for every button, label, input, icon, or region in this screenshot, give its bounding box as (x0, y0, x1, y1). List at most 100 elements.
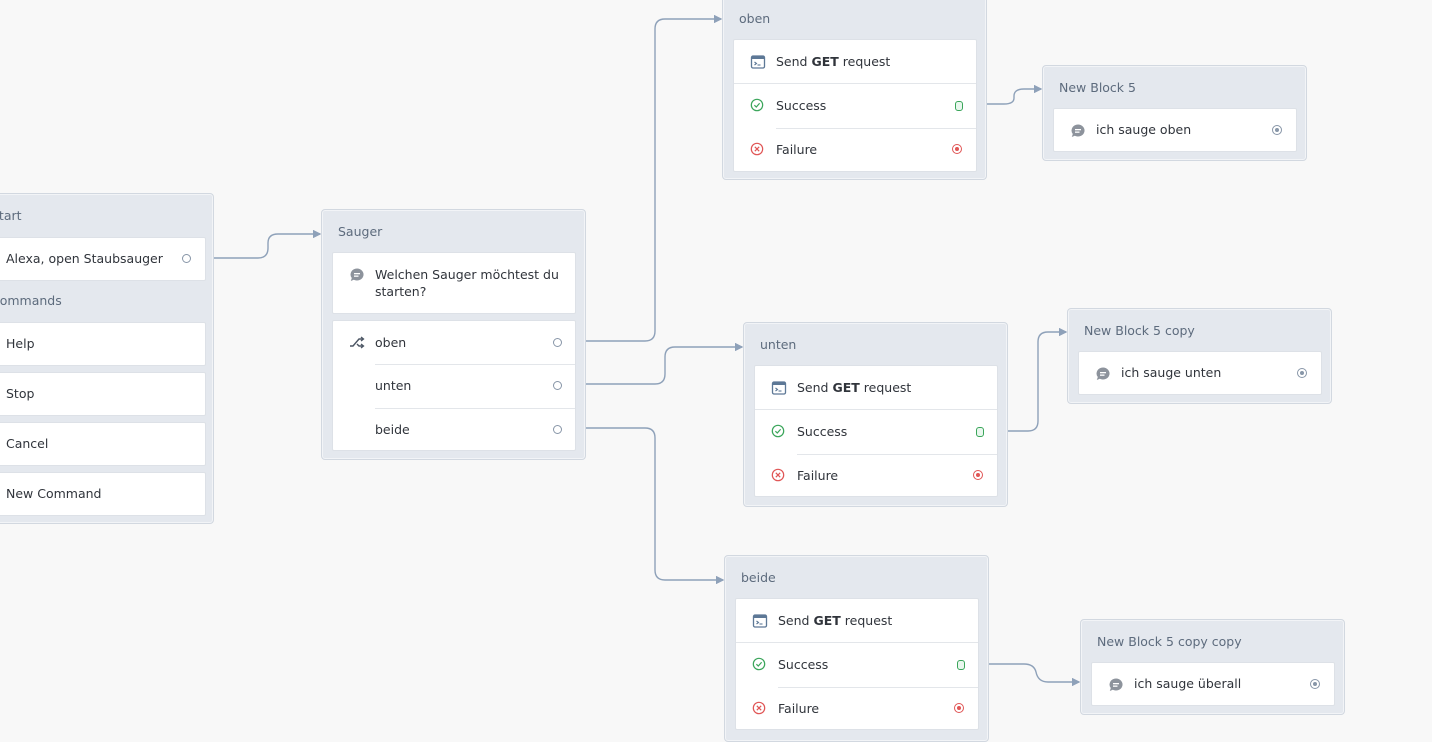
api-request-label: Send GET request (797, 366, 911, 410)
speak-block-new-block-5-copy-copy[interactable]: New Block 5 copy copy ich sauge überall (1080, 619, 1345, 715)
wire-beide-to-api (577, 427, 725, 585)
speak-block-title: New Block 5 (1059, 80, 1136, 95)
next-port[interactable] (1272, 125, 1282, 135)
choice-label: beide (375, 422, 410, 437)
command-new-command[interactable]: New Command (0, 472, 206, 516)
sauger-block-title: Sauger (338, 224, 383, 239)
choice-port-beide[interactable] (553, 425, 562, 434)
api-block-title: oben (739, 11, 771, 26)
sauger-block[interactable]: Sauger Welchen Sauger möchtest du starte… (321, 209, 586, 460)
terminal-window-icon (750, 55, 766, 69)
divider (797, 454, 997, 455)
speech-bubble-icon (1071, 124, 1085, 137)
api-block-title: beide (741, 570, 776, 585)
prompt-text: Welchen Sauger möchtest du starten? (375, 267, 559, 299)
request-method: GET (811, 54, 839, 69)
terminal-window-icon (752, 614, 768, 628)
choice-beide[interactable]: beide (333, 408, 575, 452)
speak-step[interactable]: Welchen Sauger möchtest du starten? (332, 252, 576, 314)
success-label: Success (776, 98, 827, 113)
speak-text: ich sauge unten (1121, 365, 1222, 380)
request-suffix: request (863, 380, 912, 395)
speak-step[interactable]: ich sauge überall (1091, 662, 1335, 706)
failure-port[interactable] (952, 144, 962, 154)
failure-path[interactable]: Failure (755, 454, 997, 498)
failure-port[interactable] (973, 470, 983, 480)
success-port[interactable] (957, 660, 965, 670)
choice-label: unten (375, 378, 412, 393)
command-label: Help (6, 336, 35, 351)
start-block[interactable]: Start Alexa, open Staubsauger Commands H… (0, 193, 214, 524)
success-path[interactable]: Success (734, 84, 976, 128)
command-stop[interactable]: Stop (0, 372, 206, 416)
divider (776, 128, 976, 129)
choice-unten[interactable]: unten (333, 364, 575, 408)
wire-unten-to-api (577, 342, 744, 385)
api-request-row[interactable]: Send GET request (736, 599, 978, 643)
choice-oben[interactable]: oben (333, 321, 575, 365)
invocation-text: Alexa, open Staubsauger (6, 251, 163, 266)
failure-label: Failure (797, 468, 839, 483)
command-help[interactable]: Help (0, 322, 206, 366)
shuffle-icon (350, 336, 365, 349)
speak-step[interactable]: ich sauge unten (1078, 351, 1322, 395)
divider (734, 83, 976, 84)
api-block-unten[interactable]: unten Send GET request Success (743, 322, 1008, 507)
invocation-command[interactable]: Alexa, open Staubsauger (0, 237, 206, 281)
speak-block-new-block-5[interactable]: New Block 5 ich sauge oben (1042, 65, 1307, 161)
success-port[interactable] (955, 101, 963, 111)
failure-path[interactable]: Failure (734, 128, 976, 172)
command-label: Cancel (6, 436, 49, 451)
api-request-row[interactable]: Send GET request (734, 40, 976, 84)
start-block-title: Start (0, 208, 22, 223)
divider (375, 364, 575, 365)
choice-step[interactable]: oben unten beide (332, 320, 576, 451)
divider (755, 409, 997, 410)
divider (778, 687, 978, 688)
speech-bubble-icon (1096, 367, 1110, 380)
success-label: Success (797, 424, 848, 439)
speak-block-title: New Block 5 copy (1084, 323, 1195, 338)
api-step[interactable]: Send GET request Success Failure (735, 598, 979, 730)
api-block-beide[interactable]: beide Send GET request Success (724, 555, 989, 742)
x-circle-icon (752, 701, 766, 715)
x-circle-icon (771, 468, 785, 482)
speak-text: ich sauge oben (1096, 122, 1192, 137)
wire-oben-to-api (577, 14, 723, 342)
request-method: GET (832, 380, 860, 395)
check-circle-icon (750, 98, 764, 112)
speech-bubble-icon (350, 268, 364, 281)
terminal-window-icon (771, 381, 787, 395)
choice-port-oben[interactable] (553, 338, 562, 347)
api-step[interactable]: Send GET request Success Failure (754, 365, 998, 497)
invocation-port[interactable] (182, 254, 191, 263)
api-block-oben[interactable]: oben Send GET request Success (722, 0, 987, 180)
choice-port-unten[interactable] (553, 381, 562, 390)
speak-step[interactable]: ich sauge oben (1053, 108, 1297, 152)
success-port[interactable] (976, 427, 984, 437)
command-cancel[interactable]: Cancel (0, 422, 206, 466)
success-path[interactable]: Success (736, 643, 978, 687)
command-label: Stop (6, 386, 35, 401)
next-port[interactable] (1297, 368, 1307, 378)
speak-text: ich sauge überall (1134, 676, 1242, 691)
api-request-label: Send GET request (776, 40, 890, 84)
api-step[interactable]: Send GET request Success Failure (733, 39, 977, 172)
request-prefix: Send (797, 380, 829, 395)
next-port[interactable] (1310, 679, 1320, 689)
divider (375, 408, 575, 409)
api-block-title: unten (760, 337, 797, 352)
failure-label: Failure (776, 142, 818, 157)
api-request-row[interactable]: Send GET request (755, 366, 997, 410)
success-path[interactable]: Success (755, 410, 997, 454)
speech-bubble-icon (1109, 678, 1123, 691)
speak-block-new-block-5-copy[interactable]: New Block 5 copy ich sauge unten (1067, 308, 1332, 404)
commands-section-label: Commands (0, 293, 62, 308)
failure-path[interactable]: Failure (736, 687, 978, 731)
speak-block-title: New Block 5 copy copy (1097, 634, 1242, 649)
failure-port[interactable] (954, 703, 964, 713)
request-suffix: request (842, 54, 891, 69)
request-method: GET (813, 613, 841, 628)
request-prefix: Send (776, 54, 808, 69)
divider (736, 642, 978, 643)
